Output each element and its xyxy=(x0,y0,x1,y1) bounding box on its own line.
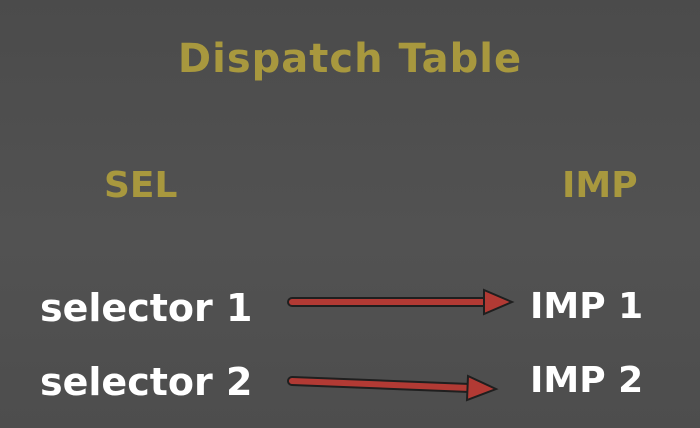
imp-2-label: IMP 2 xyxy=(530,360,644,401)
imp-column-header: IMP xyxy=(562,165,638,206)
arrow-selector-2-to-imp-2 xyxy=(287,374,499,402)
selector-2-label: selector 2 xyxy=(40,360,253,404)
sel-column-header: SEL xyxy=(104,165,178,206)
diagram-title: Dispatch Table xyxy=(177,36,523,82)
arrow-selector-1-to-imp-1 xyxy=(287,288,515,316)
imp-1-label: IMP 1 xyxy=(530,286,644,327)
selector-1-label: selector 1 xyxy=(40,286,253,330)
